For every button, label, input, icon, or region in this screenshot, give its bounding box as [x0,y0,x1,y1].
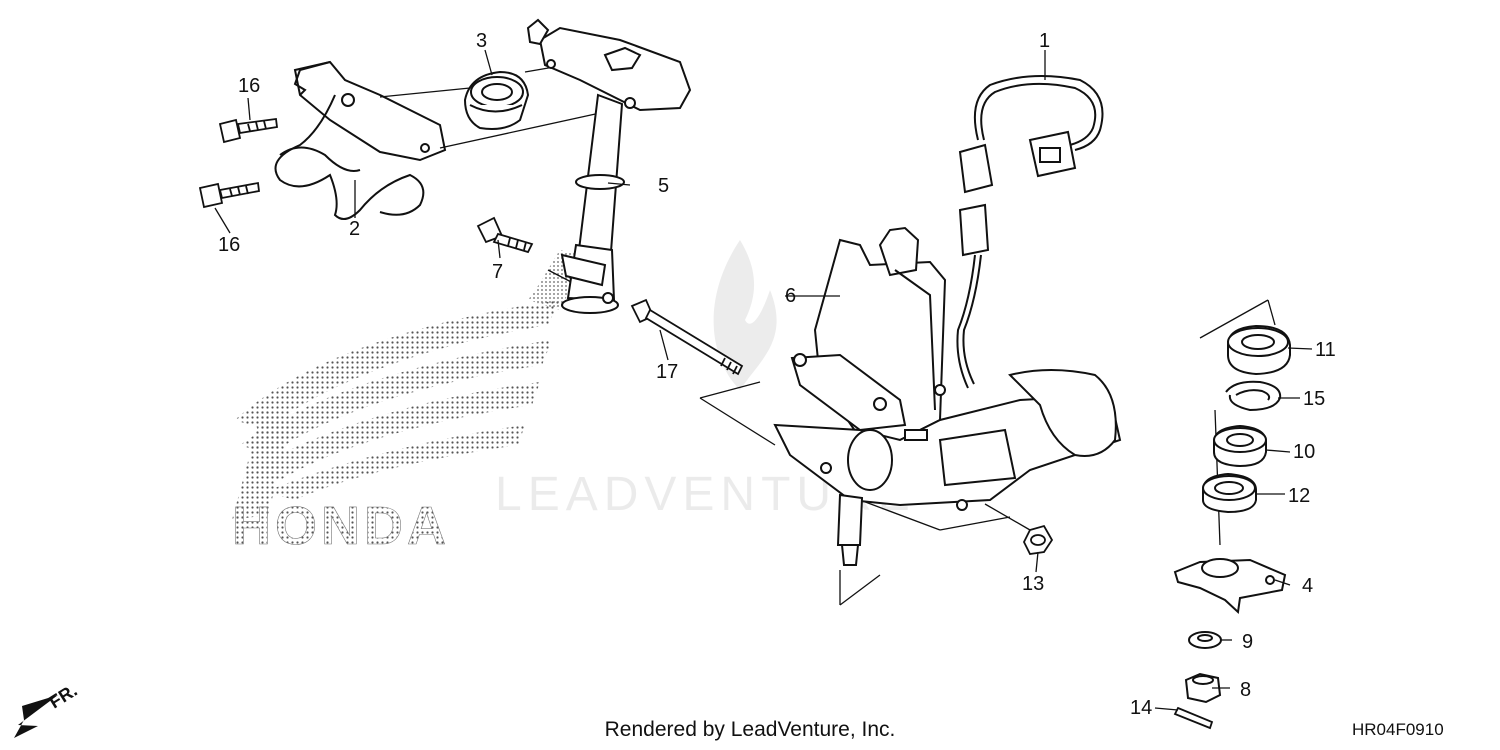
callout-8: 8 [1240,679,1251,701]
callout-15: 15 [1303,388,1325,410]
callout-16-lower: 16 [218,234,240,256]
part-12-seal [1202,472,1257,514]
part-7-bolt [476,216,534,254]
callout-9: 9 [1242,631,1253,653]
callout-labels: 1 2 3 4 5 6 7 8 9 10 11 12 13 14 15 16 1… [218,30,1336,719]
svg-text:FR.: FR. [46,680,81,712]
honda-logo-text: HONDA [232,496,450,556]
part-9-washer [1188,631,1222,649]
callout-6: 6 [785,285,796,307]
callout-14: 14 [1130,697,1152,719]
callout-5: 5 [658,175,669,197]
part-11-seal [1227,324,1291,376]
callout-16-upper: 16 [238,75,260,97]
part-5-steering-shaft [526,18,692,314]
callout-17: 17 [656,361,678,383]
part-6-power-steering-unit [773,226,1122,566]
part-8-castle-nut [1184,672,1222,704]
callout-10: 10 [1293,441,1315,463]
part-15-circlip [1225,380,1282,412]
callout-1: 1 [1039,30,1050,52]
front-arrow-icon [14,695,58,738]
part-4-steering-arm [1173,558,1287,615]
callout-13: 13 [1022,573,1044,595]
callout-7: 7 [492,261,503,283]
part-13-nut [1022,524,1054,555]
part-16-bolt-lower [198,181,260,209]
diagram-code: HR04F0910 [1352,720,1444,739]
callout-4: 4 [1302,575,1313,597]
assembly-guide-lines [379,65,1276,606]
callout-3: 3 [476,30,487,52]
rendered-by-footer: Rendered by LeadVenture, Inc. [604,718,896,741]
callout-leader-lines [214,49,1313,711]
callout-11: 11 [1315,339,1336,361]
part-16-bolt-upper [218,117,279,144]
callout-2: 2 [349,218,360,240]
part-14-cotter-pin [1173,706,1214,730]
part-2-bracket [274,60,447,220]
part-10-bearing [1213,424,1267,468]
part-3-grommet [463,70,530,130]
part-17-long-bolt [630,298,744,376]
callout-12: 12 [1288,485,1310,507]
part-1-wire-harness [956,75,1104,389]
